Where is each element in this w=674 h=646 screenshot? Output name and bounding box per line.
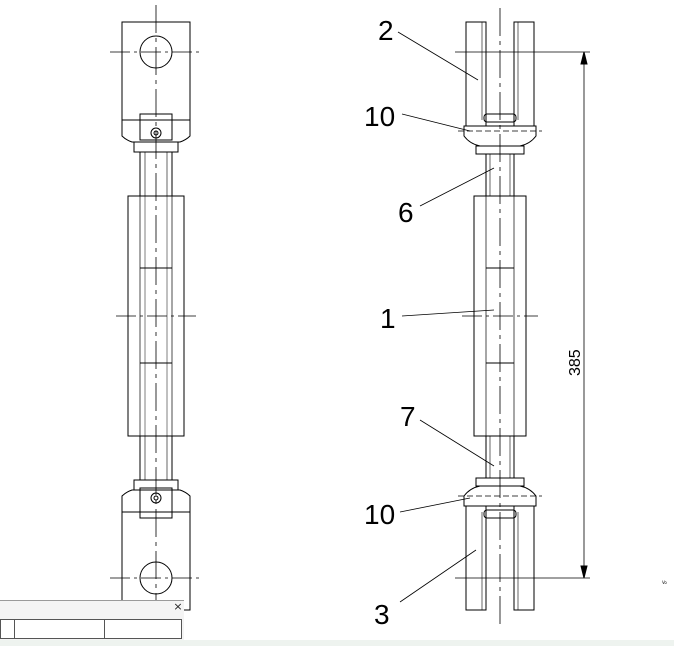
leader-part-10-lower [399,497,471,513]
left-top-eye-hole [139,35,173,69]
panel-cell-2[interactable] [15,620,105,638]
left-bottom-lock-bolt-inner [153,495,159,501]
dimension-arrow-bottom [580,565,588,579]
label-part-2: 2 [378,15,394,46]
right-bottom-pin [483,509,517,519]
leader-part-10-upper [401,113,471,132]
leader-part-1 [401,309,495,317]
left-bottom-lock-bolt [150,492,162,504]
label-part-6: 6 [398,197,414,228]
label-part-10-lower: 10 [364,499,395,530]
right-top-fork-prong-left [465,21,487,127]
panel-cell-1[interactable] [1,620,15,638]
left-bottom-cap [121,489,191,513]
floating-panel: × [0,600,184,641]
left-top-cap [121,119,191,143]
left-bottom-lock-plate [139,487,173,519]
leader-part-7 [419,419,495,467]
right-top-pin [483,113,517,123]
right-view [397,8,590,628]
left-top-lock-bolt-inner [153,130,159,136]
left-view [110,5,202,611]
close-icon[interactable]: × [173,600,183,613]
label-part-1: 1 [380,303,396,334]
left-top-lock-plate [139,113,173,141]
right-bottom-cap [463,485,537,507]
dimension-value: 385 [567,349,584,376]
label-part-10-upper: 10 [364,101,395,132]
label-part-3: 3 [374,599,390,630]
dimension-arrow-top [580,51,588,65]
panel-cell-3[interactable] [105,620,181,638]
bottom-status-strip [0,640,674,646]
right-bottom-fork-prong-right [513,505,535,611]
edge-text: Vo [662,580,667,585]
panel-field-row [0,619,182,639]
leader-part-6 [419,167,495,207]
right-bottom-fork-prong-left [465,505,487,611]
left-top-lock-bolt [150,127,162,139]
leader-part-3 [399,549,477,603]
right-top-fork-prong-right [513,21,535,127]
leader-part-2 [397,31,479,81]
label-part-7: 7 [400,401,416,432]
